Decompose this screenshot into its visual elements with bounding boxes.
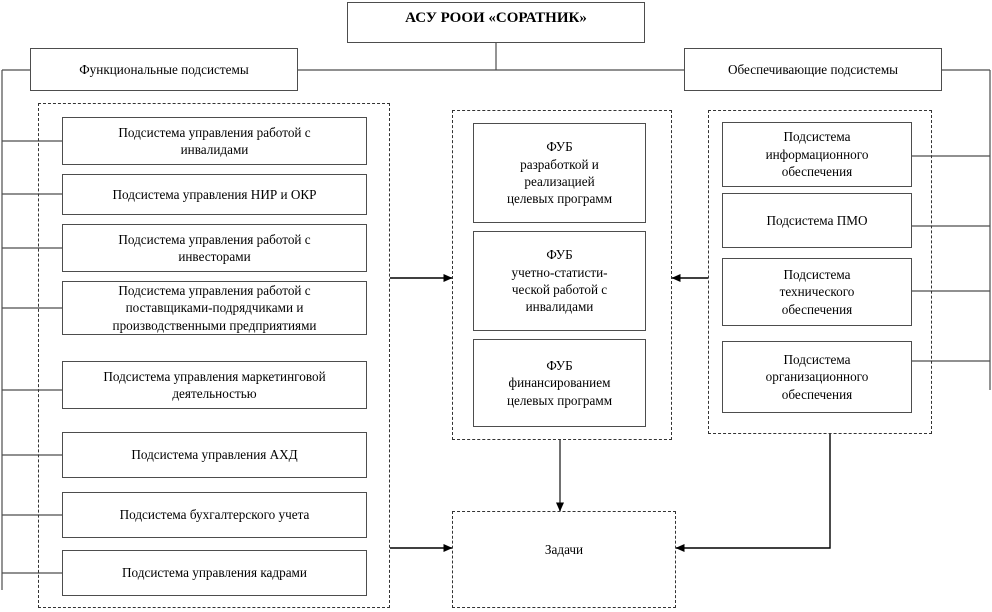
title-node: АСУ РООИ «СОРАТНИК» — [347, 2, 645, 43]
node-functional-0: Подсистема управления работой с инвалида… — [62, 117, 367, 165]
node-functional-7: Подсистема управления кадрами — [62, 550, 367, 596]
node-fub-1: ФУБ учетно-статисти- ческой работой с ин… — [473, 231, 646, 331]
node-support-2: Подсистема технического обеспечения — [722, 258, 912, 326]
node-functional-6: Подсистема бухгалтерского учета — [62, 492, 367, 538]
node-support-1-label: Подсистема ПМО — [766, 212, 868, 228]
node-functional-2-label: Подсистема управления работой с инвестор… — [118, 231, 311, 264]
node-functional-5: Подсистема управления АХД — [62, 432, 367, 478]
node-support-2-label: Подсистема технического обеспечения — [779, 266, 855, 317]
group-support-subsystems — [708, 110, 932, 434]
node-support-0-label: Подсистема информационного обеспечения — [765, 129, 869, 180]
node-functional-7-label: Подсистема управления кадрами — [122, 565, 307, 581]
node-functional-0-label: Подсистема управления работой с инвалида… — [118, 124, 311, 157]
node-functional-6-label: Подсистема бухгалтерского учета — [119, 507, 310, 523]
node-functional-4-label: Подсистема управления маркетинговой деят… — [103, 368, 326, 401]
node-functional-1: Подсистема управления НИР и ОКР — [62, 174, 367, 215]
node-functional-4: Подсистема управления маркетинговой деят… — [62, 361, 367, 409]
header-support-label: Обеспечивающие подсистемы — [727, 61, 899, 77]
header-functional-label: Функциональные подсистемы — [79, 61, 249, 77]
node-functional-1-label: Подсистема управления НИР и ОКР — [112, 186, 317, 202]
node-support-3-label: Подсистема организационного обеспечения — [765, 351, 869, 402]
node-fub-1-label: ФУБ учетно-статисти- ческой работой с ин… — [511, 247, 608, 315]
node-support-0: Подсистема информационного обеспечения — [722, 122, 912, 187]
node-functional-3-label: Подсистема управления работой с поставщи… — [112, 282, 317, 333]
node-functional-3: Подсистема управления работой с поставщи… — [62, 281, 367, 335]
node-tasks: Задачи — [452, 511, 676, 608]
node-fub-2: ФУБ финансированием целевых программ — [473, 339, 646, 427]
node-fub-2-label: ФУБ финансированием целевых программ — [506, 357, 613, 408]
title-node-label: АСУ РООИ «СОРАТНИК» — [405, 10, 587, 26]
node-functional-5-label: Подсистема управления АХД — [131, 447, 298, 463]
arrow-support-to-tasks — [675, 434, 831, 552]
node-fub-0: ФУБ разработкой и реализацией целевых пр… — [473, 123, 646, 223]
header-support-subsystems: Обеспечивающие подсистемы — [684, 48, 942, 91]
node-functional-2: Подсистема управления работой с инвестор… — [62, 224, 367, 272]
node-support-1: Подсистема ПМО — [722, 193, 912, 248]
group-functional-subsystems — [38, 103, 390, 608]
node-support-3: Подсистема организационного обеспечения — [722, 341, 912, 413]
node-tasks-label: Задачи — [544, 541, 584, 557]
node-fub-0-label: ФУБ разработкой и реализацией целевых пр… — [506, 139, 613, 207]
header-functional-subsystems: Функциональные подсистемы — [30, 48, 298, 91]
